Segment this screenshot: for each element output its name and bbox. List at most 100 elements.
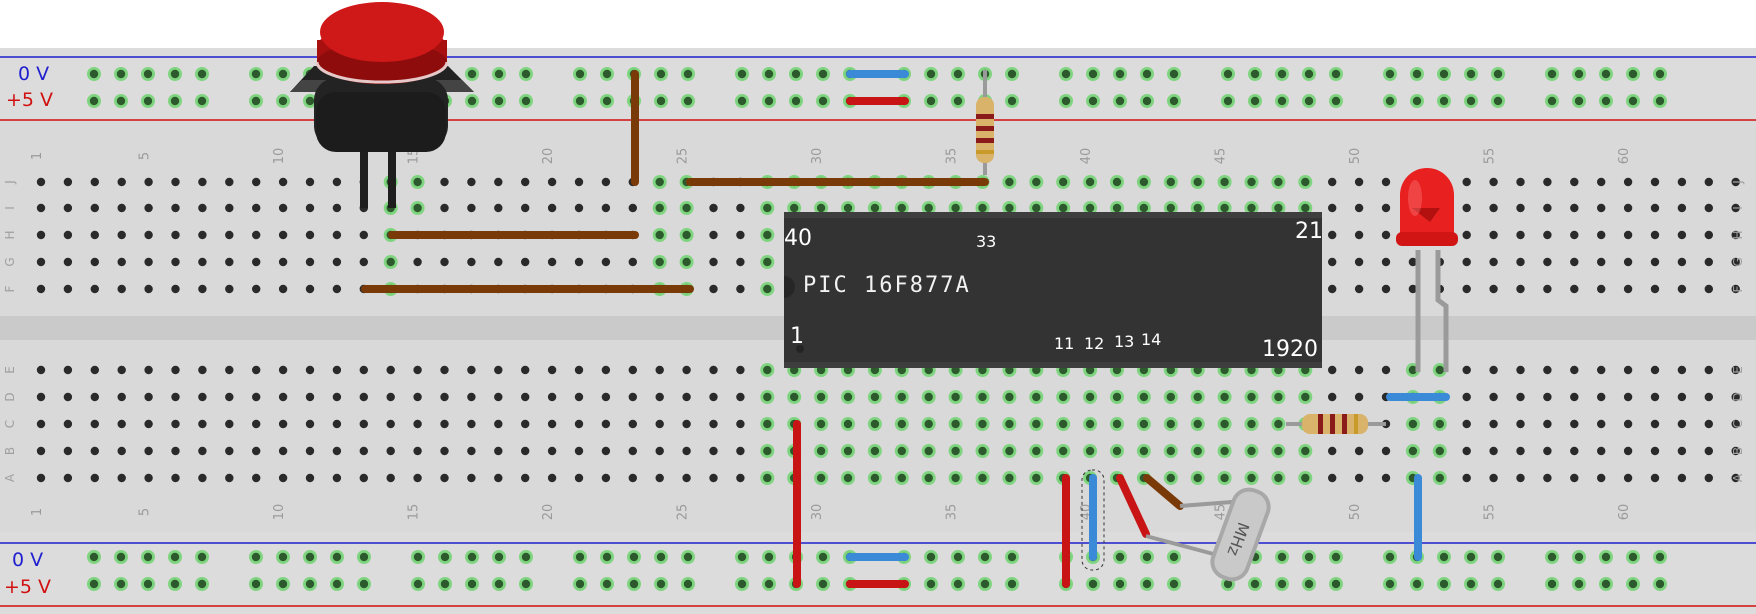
breadboard-hole (814, 417, 829, 431)
breadboard-hole (144, 419, 153, 429)
breadboard-hole (762, 67, 776, 81)
breadboard-hole (1489, 419, 1498, 429)
breadboard-hole (494, 446, 503, 456)
breadboard-hole (87, 550, 101, 564)
breadboard-hole (1731, 473, 1740, 483)
breadboard-hole (975, 201, 990, 215)
chip-pin1-dot (796, 345, 804, 353)
breadboard-hole (1432, 444, 1447, 458)
breadboard-hole (413, 257, 422, 267)
breadboard-hole (1462, 257, 1471, 267)
breadboard-hole (655, 365, 664, 375)
breadboard-hole (841, 444, 855, 458)
breadboard-hole (736, 419, 745, 429)
breadboard-hole (1354, 392, 1364, 402)
breadboard-hole (1516, 284, 1525, 294)
breadboard-hole (1410, 67, 1424, 81)
breadboard-hole (1381, 177, 1391, 187)
breadboard-hole (1623, 392, 1633, 402)
breadboard-hole (278, 446, 288, 456)
breadboard-hole (709, 419, 718, 429)
breadboard-hole (1597, 257, 1606, 267)
breadboard-hole (141, 577, 155, 591)
breadboard-hole (63, 473, 73, 483)
breadboard-hole (225, 257, 234, 267)
breadboard-hole (492, 94, 506, 108)
breadboard-hole (494, 392, 503, 402)
breadboard-hole (1354, 473, 1364, 483)
breadboard-hole (1462, 177, 1471, 187)
breadboard-hole (168, 94, 182, 108)
breadboard-hole (787, 201, 802, 215)
breadboard-hole (1570, 392, 1579, 402)
breadboard-hole (411, 550, 425, 564)
breadboard-hole (921, 201, 936, 215)
breadboard-hole (628, 473, 637, 483)
breadboard-hole (1354, 446, 1364, 456)
chip-pin-21: 21 (1295, 219, 1323, 244)
breadboard-hole (601, 203, 611, 213)
breadboard-hole (1545, 67, 1559, 81)
breadboard-hole (1275, 550, 1289, 564)
breadboard-hole (1244, 175, 1259, 189)
breadboard-hole (1704, 446, 1714, 456)
breadboard-hole (1029, 417, 1044, 431)
breadboard-hole (144, 284, 153, 294)
breadboard-hole (1599, 550, 1613, 564)
breadboard-hole (225, 392, 234, 402)
breadboard-hole (467, 365, 476, 375)
breadboard-hole (628, 365, 637, 375)
breadboard-hole (305, 365, 315, 375)
breadboard-hole (36, 365, 46, 375)
breadboard-hole (547, 365, 557, 375)
breadboard-hole (1163, 390, 1178, 404)
breadboard-hole (841, 417, 855, 431)
breadboard-hole (574, 203, 584, 213)
column-number: 30 (810, 148, 825, 165)
column-number: 1 (30, 508, 45, 516)
breadboard-hole (252, 284, 261, 294)
breadboard-hole (1163, 444, 1178, 458)
breadboard-hole (547, 257, 557, 267)
breadboard-hole (1570, 203, 1579, 213)
breadboard-hole (386, 446, 395, 456)
breadboard-hole (90, 257, 100, 267)
breadboard-hole (1623, 365, 1633, 375)
breadboard-hole (252, 446, 261, 456)
breadboard-hole (1110, 201, 1124, 215)
breadboard-hole (276, 550, 290, 564)
breadboard-hole (332, 177, 342, 187)
breadboard-hole (1623, 284, 1633, 294)
breadboard-hole (278, 230, 288, 240)
breadboard-hole (573, 577, 587, 591)
breadboard-hole (276, 94, 290, 108)
breadboard-hole (144, 392, 153, 402)
breadboard-hole (1489, 203, 1498, 213)
chip-pin-40: 40 (784, 226, 812, 251)
jumper-wire (1116, 474, 1150, 538)
breadboard-hole (1731, 365, 1740, 375)
breadboard-hole (681, 577, 695, 591)
breadboard-hole (467, 392, 476, 402)
breadboard-hole (144, 230, 153, 240)
breadboard-hole (921, 390, 936, 404)
breadboard-hole (303, 577, 317, 591)
breadboard-hole (252, 177, 261, 187)
chip-notch (784, 276, 795, 298)
breadboard-hole (117, 257, 126, 267)
breadboard-hole (1383, 550, 1397, 564)
breadboard-hole (1244, 444, 1259, 458)
breadboard-hole (1354, 365, 1364, 375)
selection-outline (1081, 469, 1105, 571)
bottom-neg-label: 0 V (12, 549, 43, 571)
breadboard-hole (1354, 284, 1364, 294)
breadboard-hole (63, 392, 73, 402)
breadboard-hole (521, 392, 530, 402)
breadboard-hole (1572, 577, 1586, 591)
breadboard-hole (1113, 550, 1127, 564)
breadboard-hole (413, 446, 422, 456)
breadboard-hole (1381, 473, 1391, 483)
breadboard-hole (1731, 446, 1740, 456)
breadboard-hole (252, 203, 261, 213)
breadboard-hole (36, 446, 46, 456)
